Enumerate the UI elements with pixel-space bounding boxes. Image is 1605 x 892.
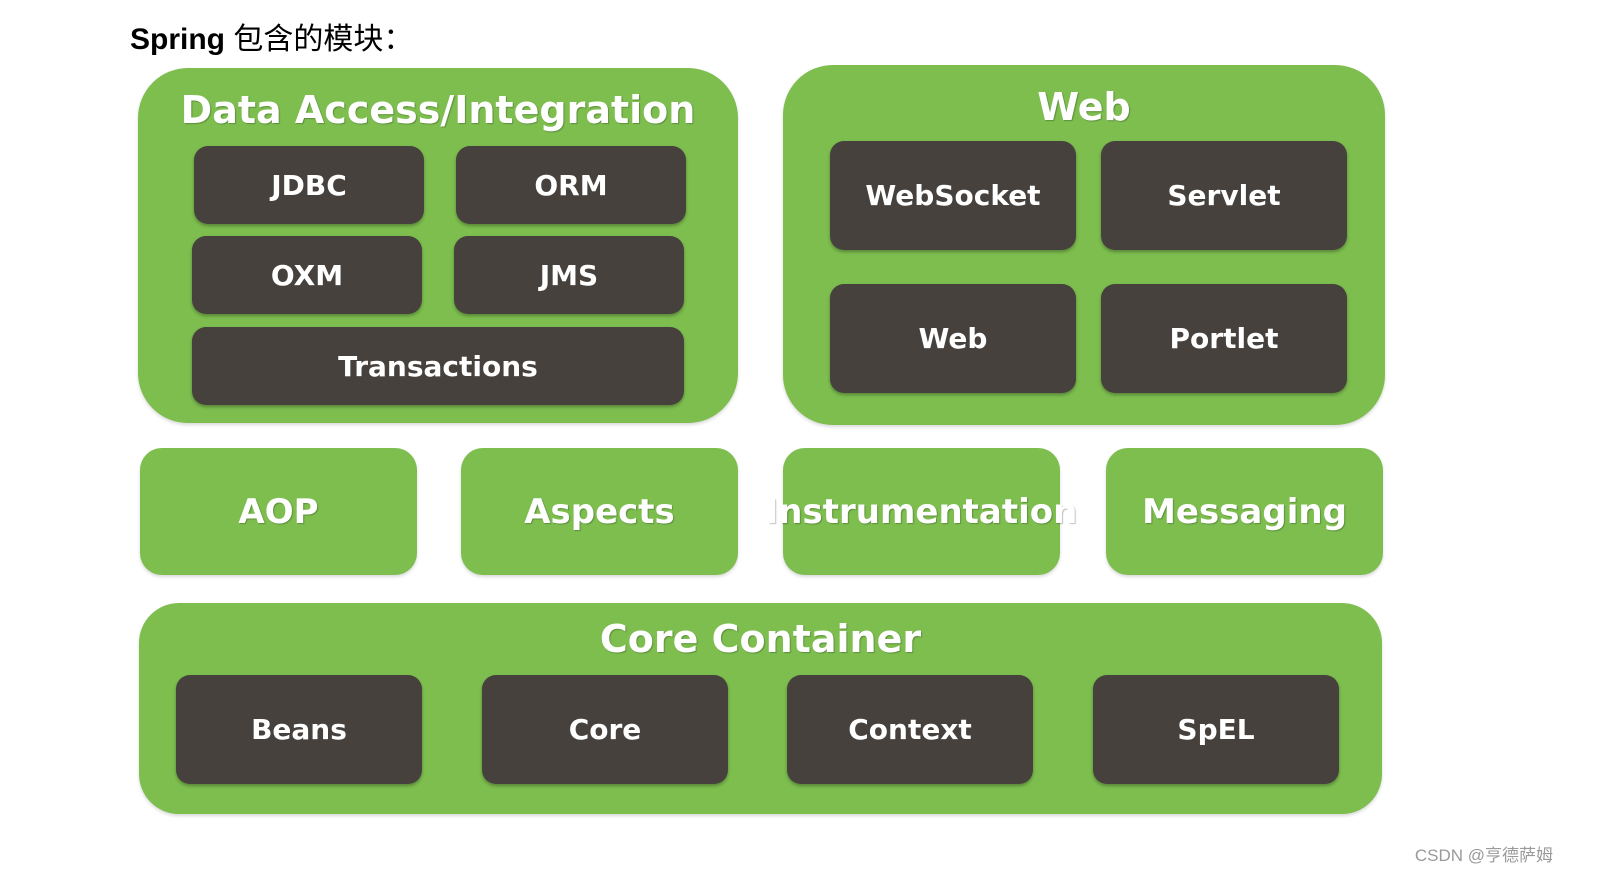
module-oxm: OXM bbox=[192, 236, 422, 314]
module-portlet: Portlet bbox=[1101, 284, 1347, 393]
module-context: Context bbox=[787, 675, 1033, 784]
csdn-watermark: CSDN @亨德萨姆 bbox=[1414, 846, 1553, 865]
heading-rest: 包含的模块： bbox=[225, 23, 414, 56]
module-aspects: Aspects bbox=[461, 448, 738, 575]
module-jms: JMS bbox=[454, 236, 684, 314]
web-title: Web bbox=[1037, 85, 1131, 129]
module-spel: SpEL bbox=[1093, 675, 1339, 784]
module-orm: ORM bbox=[456, 146, 686, 224]
module-core: Core bbox=[482, 675, 728, 784]
data-access-group: Data Access/Integration JDBC ORM OXM JMS… bbox=[138, 68, 738, 423]
module-beans: Beans bbox=[176, 675, 422, 784]
module-instrumentation: Instrumentation bbox=[766, 448, 1077, 575]
heading-bold: Spring bbox=[130, 23, 225, 56]
module-servlet: Servlet bbox=[1101, 141, 1347, 250]
page-heading: Spring 包含的模块： bbox=[130, 14, 413, 58]
module-messaging: Messaging bbox=[1106, 448, 1383, 575]
module-web: Web bbox=[830, 284, 1076, 393]
core-container-group: Core Container Beans Core Context SpEL bbox=[139, 603, 1382, 814]
core-container-title: Core Container bbox=[599, 617, 922, 661]
module-transactions: Transactions bbox=[192, 327, 684, 405]
web-group: Web WebSocket Servlet Web Portlet bbox=[783, 65, 1385, 425]
module-websocket: WebSocket bbox=[830, 141, 1076, 250]
data-access-title: Data Access/Integration bbox=[180, 88, 696, 132]
module-aop: AOP bbox=[140, 448, 417, 575]
module-jdbc: JDBC bbox=[194, 146, 424, 224]
